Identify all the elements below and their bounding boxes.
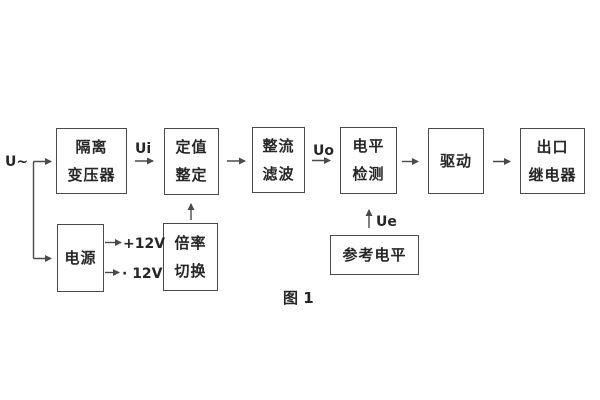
block-label-line: 继电器 xyxy=(528,165,577,184)
block-label-line: 整流 xyxy=(262,136,295,155)
block-label-line: 参考电平 xyxy=(342,245,407,264)
block-multiplier-switch: 倍率 切换 xyxy=(163,223,218,291)
block-output-relay: 出口 继电器 xyxy=(520,128,585,194)
block-label-line: 电平 xyxy=(352,137,385,155)
figure-caption: 图 1 xyxy=(283,289,314,307)
signal-uo-label: Uo xyxy=(313,143,334,159)
block-label-line: 倍率 xyxy=(174,233,207,252)
block-drive: 驱动 xyxy=(428,128,484,194)
block-label-line: 定值 xyxy=(175,138,208,156)
block-value-setting: 定值 整定 xyxy=(164,128,219,195)
block-reference-level: 参考电平 xyxy=(330,235,419,275)
block-label-line: 电源 xyxy=(64,248,97,267)
rail-plus12v-label: +12V xyxy=(123,236,166,252)
input-voltage-label: U~ xyxy=(5,154,29,170)
block-label-line: 驱动 xyxy=(439,151,472,170)
block-rectifier-filter: 整流 滤波 xyxy=(252,127,305,193)
signal-ue-label: Ue xyxy=(376,214,397,230)
block-label-line: 检测 xyxy=(352,165,385,183)
block-isolation-transformer: 隔离 变压器 xyxy=(56,128,127,194)
block-label-line: 整定 xyxy=(175,166,208,184)
signal-ui-label: Ui xyxy=(135,141,152,157)
block-label-line: 隔离 xyxy=(75,137,108,156)
rail-minus12v-label: · 12V xyxy=(122,266,163,282)
block-label-line: 变压器 xyxy=(67,165,116,184)
block-label-line: 出口 xyxy=(536,137,569,156)
block-label-line: 滤波 xyxy=(262,164,295,183)
block-label-line: 切换 xyxy=(174,261,207,280)
block-power-supply: 电源 xyxy=(57,224,104,292)
block-level-detection: 电平 检测 xyxy=(340,127,397,194)
